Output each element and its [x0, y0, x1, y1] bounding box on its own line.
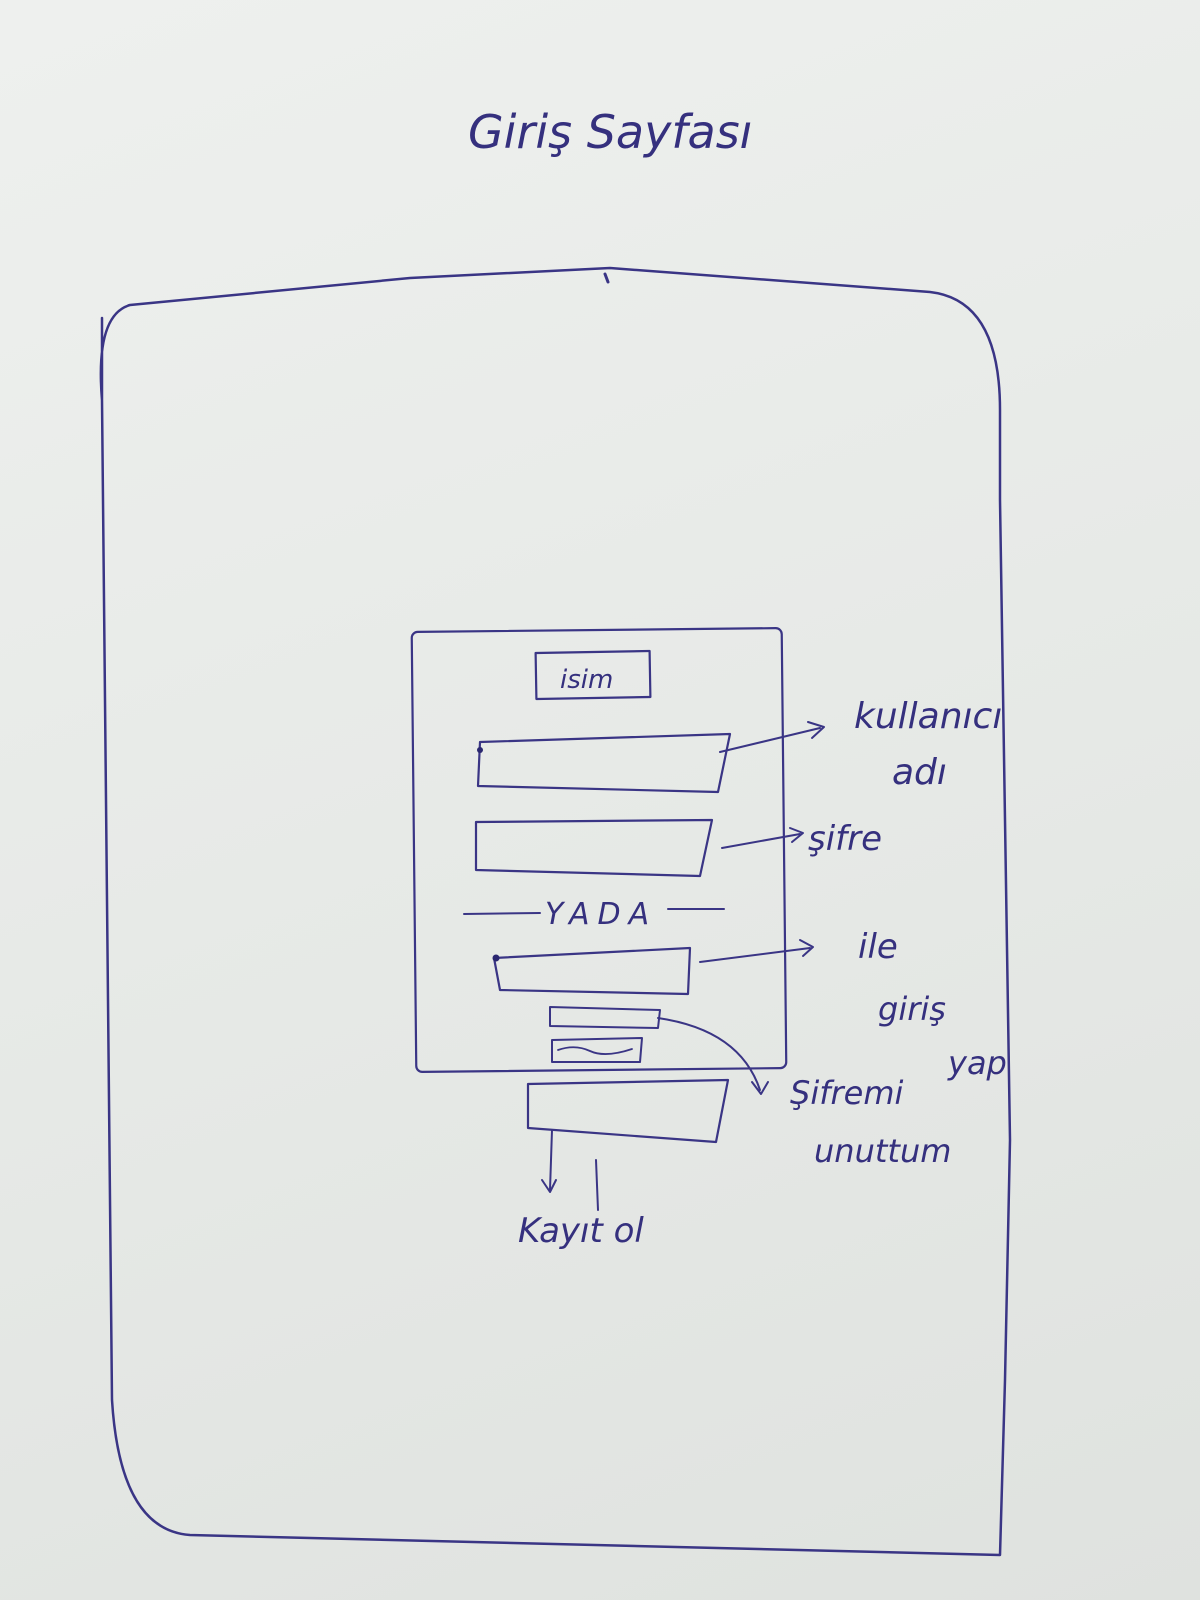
social-login-button[interactable] [492, 946, 692, 996]
username-label-line1: kullanıcı [854, 696, 1002, 737]
social-label-line3: yap [947, 1044, 1007, 1082]
password-arrow [721, 833, 801, 849]
password-field[interactable] [474, 818, 714, 878]
page-title: Giriş Sayfası [468, 105, 752, 159]
login-button[interactable] [549, 1006, 661, 1029]
username-arrow [719, 727, 821, 753]
social-label-line2: giriş [878, 990, 946, 1028]
register-label: Kayıt ol [518, 1211, 644, 1251]
username-field[interactable] [476, 732, 732, 794]
forgot-arrow [657, 1017, 761, 1091]
password-label: şifre [808, 819, 882, 859]
logo-box [534, 649, 652, 701]
device-frame [99, 266, 1012, 1557]
register-button[interactable] [526, 1078, 730, 1144]
username-label-line2: adı [892, 752, 947, 793]
divider-label: YADA [545, 897, 657, 932]
divider-line-left [463, 912, 541, 915]
logo-label: isim [560, 665, 613, 695]
register-arrow [549, 1129, 553, 1191]
forgot-password-link[interactable] [551, 1037, 643, 1063]
social-arrow [699, 947, 811, 963]
forgot-label-line2: unuttum [814, 1132, 951, 1170]
forgot-label-line1: Şifremi [790, 1074, 903, 1112]
social-label-line1: ile [858, 927, 898, 967]
login-card [410, 627, 788, 1073]
